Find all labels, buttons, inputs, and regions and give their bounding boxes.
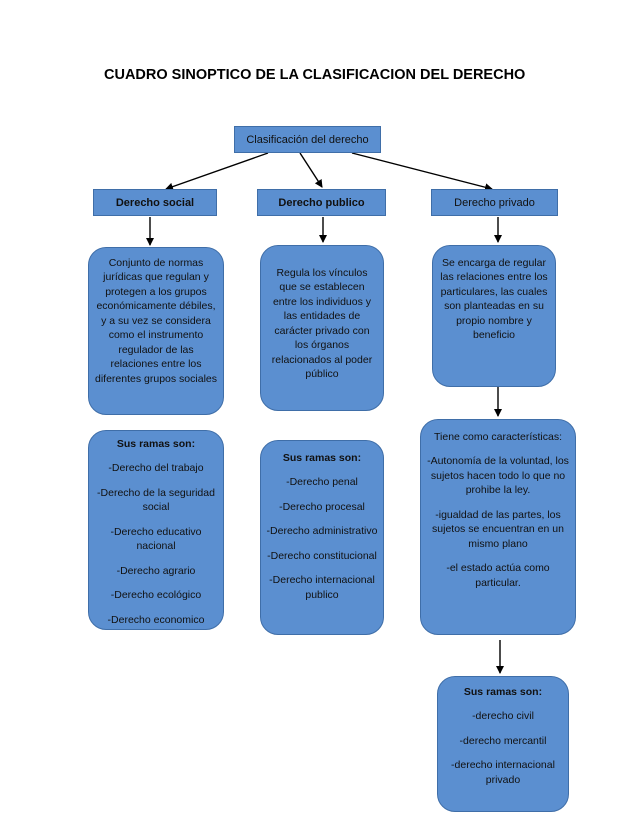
list-item: -Derecho economico (107, 613, 205, 626)
list-item: -Derecho ecológico (110, 589, 202, 602)
arrow-root-to-public (299, 152, 323, 188)
private-branches-title: Sus ramas son: (463, 686, 543, 698)
list-item: -derecho civil (472, 710, 534, 723)
private-header: Derecho privado (431, 189, 558, 216)
list-item: -el estado actúa como particular. (446, 562, 550, 589)
arrow-root-to-social (165, 152, 269, 191)
arrow-root-to-private (351, 152, 493, 192)
social-definition: Conjunto de normas jurídicas que regulan… (88, 247, 224, 415)
public-definition-text: Regula los vínculos que se establecen en… (271, 267, 373, 381)
list-item: -Derecho agrario (116, 564, 196, 577)
social-branches-title: Sus ramas son: (116, 438, 196, 450)
list-item: -Derecho del trabajo (108, 462, 204, 475)
public-branches: Sus ramas son: -Derecho penal -Derecho p… (260, 440, 384, 635)
list-item: -Derecho constitucional (267, 549, 377, 562)
list-item: -Derecho procesal (279, 500, 365, 513)
private-definition: Se encarga de regular las relaciones ent… (432, 245, 556, 387)
page-title: CUADRO SINOPTICO DE LA CLASIFICACION DEL… (104, 67, 526, 83)
public-branches-title: Sus ramas son: (282, 452, 362, 464)
public-definition: Regula los vínculos que se establecen en… (260, 245, 384, 411)
list-item: -Derecho penal (286, 476, 358, 489)
public-header: Derecho publico (257, 189, 386, 216)
list-item: -igualdad de las partes, los sujetos se … (432, 508, 564, 550)
social-branches: Sus ramas son: -Derecho del trabajo -Der… (88, 430, 224, 630)
social-definition-text: Conjunto de normas jurídicas que regulan… (95, 257, 217, 385)
list-item: -derecho mercantil (459, 734, 547, 747)
list-item: -Derecho internacional publico (269, 574, 375, 601)
list-item: -Derecho educativo nacional (110, 525, 202, 553)
private-branches: Sus ramas son: -derecho civil -derecho m… (437, 676, 569, 812)
list-item: -Autonomía de la voluntad, los sujetos h… (427, 455, 569, 497)
private-features-title: Tiene como características: (434, 431, 562, 443)
private-features: Tiene como características: -Autonomía d… (420, 419, 576, 635)
root-node: Clasificación del derecho (234, 126, 381, 153)
list-item: -derecho internacional privado (451, 759, 555, 786)
list-item: -Derecho de la seguridad social (97, 486, 215, 514)
private-definition-text: Se encarga de regular las relaciones ent… (440, 257, 548, 342)
social-header: Derecho social (93, 189, 217, 216)
list-item: -Derecho administrativo (266, 525, 378, 538)
